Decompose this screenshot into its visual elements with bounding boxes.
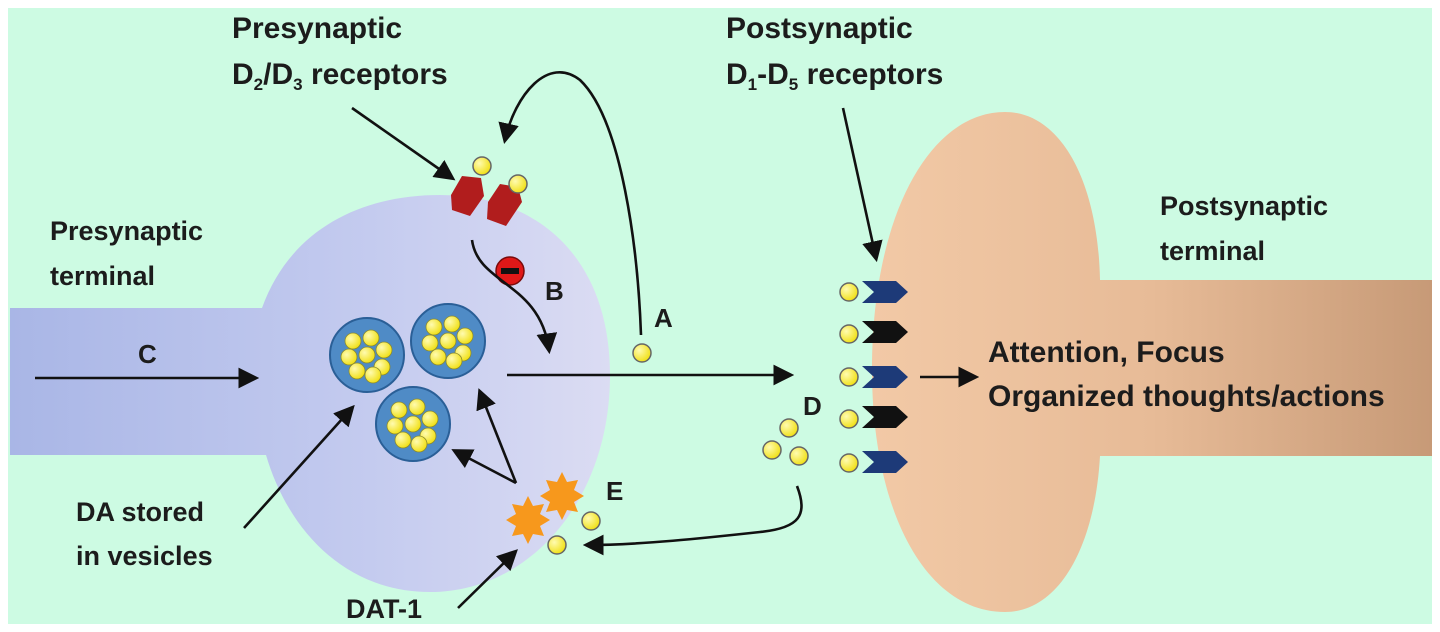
label-d: D [803,391,822,421]
presynaptic-d2-d3-receptors [451,156,528,226]
vesicle-dopamine [348,362,366,380]
arrow-reuptake [582,485,803,556]
vesicle-dopamine [425,318,443,336]
postsynaptic-receptors-subtitle: D1-D5 receptors [726,58,943,94]
postsynaptic-terminal-title: Postsynaptic [1160,191,1328,221]
arrow-b-inhibition [470,239,558,355]
vesicle-group [329,303,486,462]
label-a: A [654,303,673,333]
effect-label-line1: Attention, Focus [988,336,1225,369]
label-b: B [545,276,564,306]
free-dopamine-molecules [547,282,859,555]
effect-label-line2: Organized thoughts/actions [988,380,1385,413]
arrows [35,71,980,609]
vesicle-dopamine [443,315,461,333]
postsynaptic-receptor-1 [862,281,908,303]
vesicle-dopamine [404,415,422,433]
vesicle-dopamine [429,348,447,366]
dopamine-on-dat-2 [547,535,567,555]
vesicles-label-line2: in vesicles [76,541,213,571]
vesicle-dopamine [362,329,380,347]
arrow-postsynaptic-receptor-label [841,107,883,263]
dopamine-cleft-3 [789,446,809,466]
postsynaptic-receptor-4 [862,406,908,428]
vesicle-dopamine [364,366,382,384]
dat-transporter-1 [506,496,550,544]
postsynaptic-terminal-shape [872,112,1432,612]
dopamine-on-post-4 [839,409,859,429]
vesicle-dopamine [421,334,439,352]
arrow-presynaptic-receptor-label [351,106,456,181]
vesicle-dopamine [375,341,393,359]
dat-1-label: DAT-1 [346,594,422,624]
postsynaptic-receptor-5 [862,451,908,473]
arrow-dat-label [457,549,518,609]
presynaptic-receptors-title: Presynaptic [232,12,402,45]
postsynaptic-receptors-title: Postsynaptic [726,12,913,45]
dopamine-on-receptor-2 [508,174,528,194]
vesicles-label-line1: DA stored [76,497,204,527]
presynaptic-terminal-title: Presynaptic [50,216,203,246]
presynaptic-receptor-2 [487,184,522,226]
vesicle-dopamine [421,410,439,428]
presynaptic-receptors-subtitle: D2/D3 receptors [232,58,448,94]
dat-transporter-2 [540,472,584,520]
dopamine-cleft-2 [762,440,782,460]
arrow-dat-to-vesicle-upper [476,388,518,484]
presynaptic-terminal-subtitle: terminal [50,261,155,291]
vesicle-dopamine [358,346,376,364]
dopamine-on-post-5 [839,453,859,473]
presynaptic-terminal-shape [10,195,610,592]
vesicle-dopamine [390,401,408,419]
vesicle-dopamine [340,348,358,366]
dopamine-on-dat-1 [581,511,601,531]
dopamine-on-post-1 [839,282,859,302]
vesicle-dopamine [394,431,412,449]
label-e: E [606,476,623,506]
vesicle-dopamine [410,435,428,453]
postsynaptic-receptor-2 [862,321,908,343]
presynaptic-receptor-1 [451,176,484,216]
vesicle-dopamine [456,327,474,345]
postsynaptic-terminal-subtitle: terminal [1160,236,1265,266]
vesicle-dopamine [408,398,426,416]
vesicle-dopamine [439,332,457,350]
arrow-vesicles-label [243,404,355,529]
dopamine-a [632,343,652,363]
dat-1-transporters [506,472,584,544]
postsynaptic-d1-d5-receptors [862,281,908,473]
dopamine-cleft-1 [779,418,799,438]
dopamine-on-receptor-1 [472,156,492,176]
vesicle-dopamine [386,417,404,435]
arrow-dat-to-vesicle-lower [451,449,517,485]
vesicle-dopamine [344,332,362,350]
postsynaptic-receptor-3 [862,366,908,388]
vesicle-dopamine [445,352,463,370]
inhibition-sign [495,256,525,286]
arrow-a-feedback [498,71,643,336]
dopamine-on-post-3 [839,367,859,387]
dopamine-on-post-2 [839,324,859,344]
label-c: C [138,339,157,369]
